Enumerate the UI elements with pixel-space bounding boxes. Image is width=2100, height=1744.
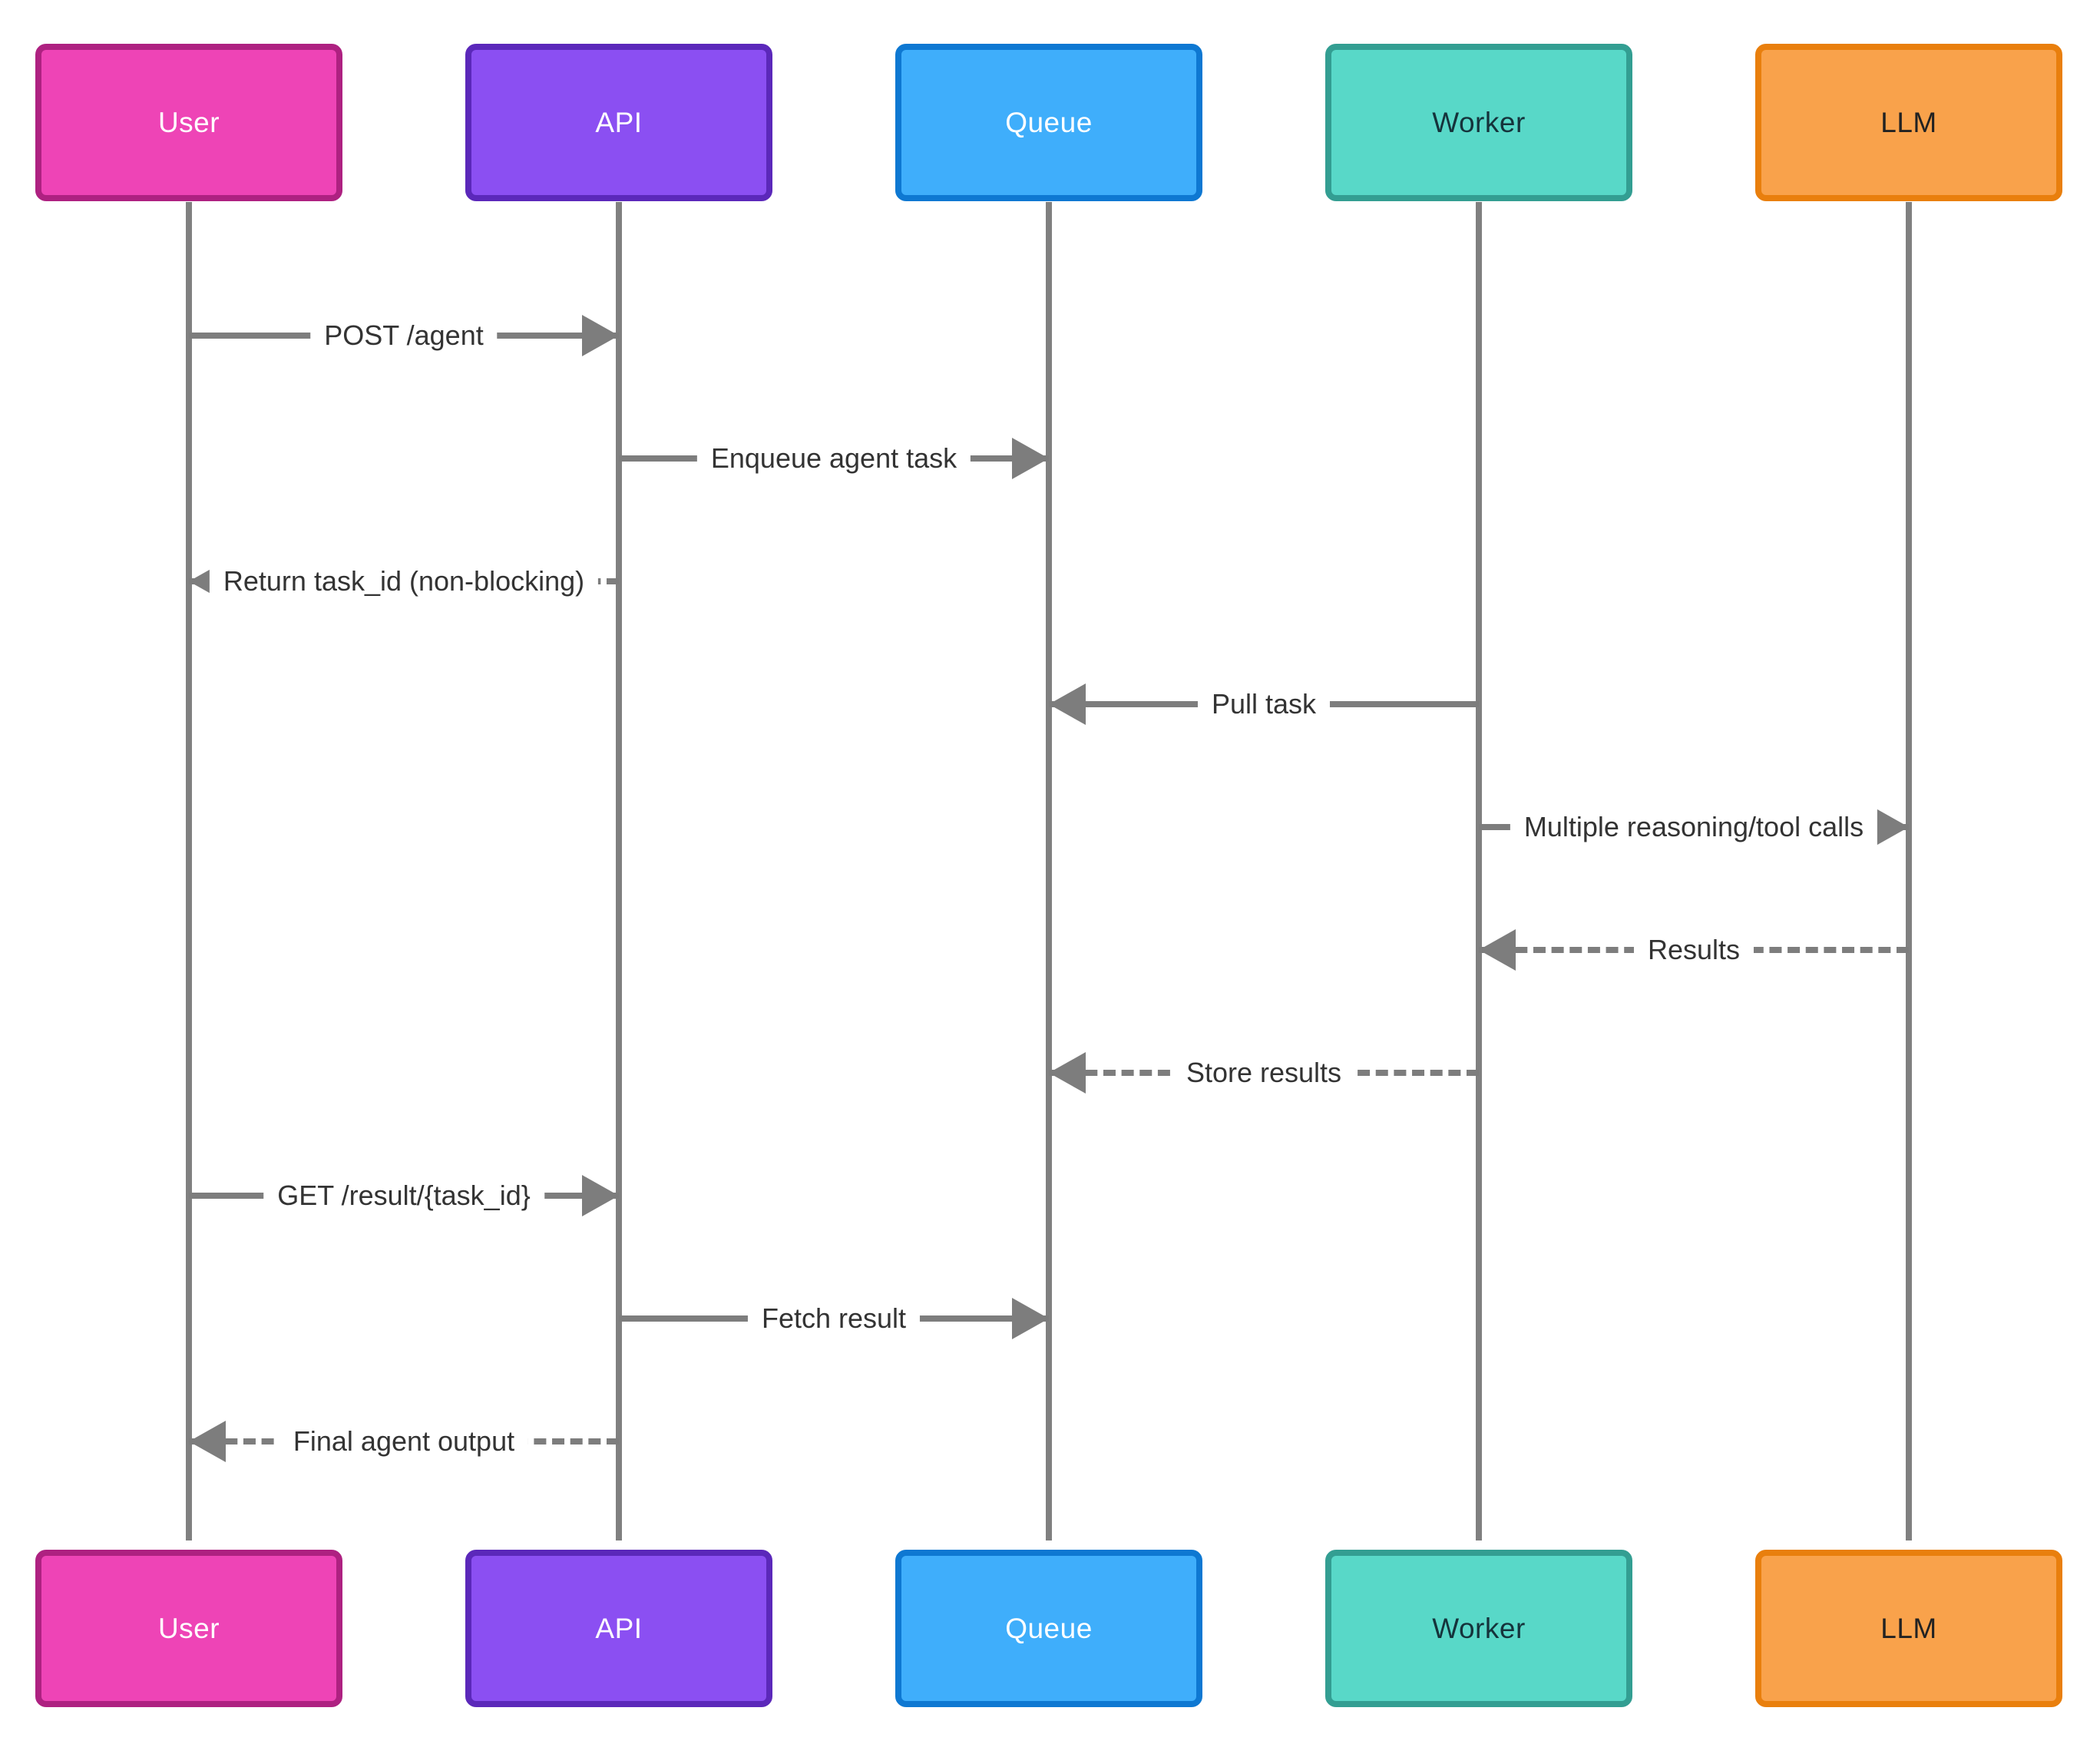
actor-box-api-top: API bbox=[465, 44, 772, 201]
message-label: POST /agent bbox=[310, 315, 498, 356]
arrowhead-icon bbox=[1049, 683, 1086, 725]
arrowhead-icon bbox=[1012, 438, 1049, 479]
actor-label: Queue bbox=[1005, 1612, 1093, 1644]
actor-box-llm-top: LLM bbox=[1755, 44, 2062, 201]
actor-label: API bbox=[595, 106, 643, 138]
actor-box-user-bottom: User bbox=[35, 1550, 342, 1707]
actor-label: Worker bbox=[1432, 1612, 1526, 1644]
actor-label: User bbox=[157, 106, 220, 138]
actor-box-queue-bottom: Queue bbox=[895, 1550, 1202, 1707]
actor-label: Worker bbox=[1432, 106, 1526, 138]
actor-label: User bbox=[157, 1612, 220, 1644]
message-label: Results bbox=[1633, 929, 1754, 971]
arrowhead-icon bbox=[189, 1421, 226, 1462]
lifeline-llm bbox=[1906, 202, 1912, 1540]
message-label: Store results bbox=[1172, 1052, 1356, 1094]
message-label: Fetch result bbox=[747, 1298, 921, 1339]
lifeline-user bbox=[186, 202, 192, 1540]
arrowhead-icon bbox=[1872, 806, 1909, 848]
arrowhead-icon bbox=[582, 1175, 619, 1216]
actor-label: LLM bbox=[1880, 106, 1937, 138]
actor-box-worker-top: Worker bbox=[1325, 44, 1632, 201]
arrowhead-icon bbox=[1049, 1052, 1086, 1094]
actor-box-user-top: User bbox=[35, 44, 342, 201]
arrowhead-icon bbox=[582, 315, 619, 356]
actor-label: API bbox=[595, 1612, 643, 1644]
lifeline-queue bbox=[1046, 202, 1052, 1540]
lifeline-api bbox=[616, 202, 622, 1540]
message-label: Pull task bbox=[1197, 683, 1331, 725]
actor-label: LLM bbox=[1880, 1612, 1937, 1644]
lifeline-worker bbox=[1476, 202, 1482, 1540]
actor-box-llm-bottom: LLM bbox=[1755, 1550, 2062, 1707]
message-label: Multiple reasoning/tool calls bbox=[1510, 806, 1878, 848]
actor-box-worker-bottom: Worker bbox=[1325, 1550, 1632, 1707]
actor-label: Queue bbox=[1005, 106, 1093, 138]
arrowhead-icon bbox=[1479, 929, 1516, 971]
message-label: Final agent output bbox=[279, 1421, 529, 1462]
arrowhead-icon bbox=[1012, 1298, 1049, 1339]
actor-box-api-bottom: API bbox=[465, 1550, 772, 1707]
actor-box-queue-top: Queue bbox=[895, 44, 1202, 201]
message-label: Return task_id (non-blocking) bbox=[209, 561, 599, 602]
message-label: Enqueue agent task bbox=[696, 438, 971, 479]
message-label: GET /result/{task_id} bbox=[263, 1175, 544, 1216]
